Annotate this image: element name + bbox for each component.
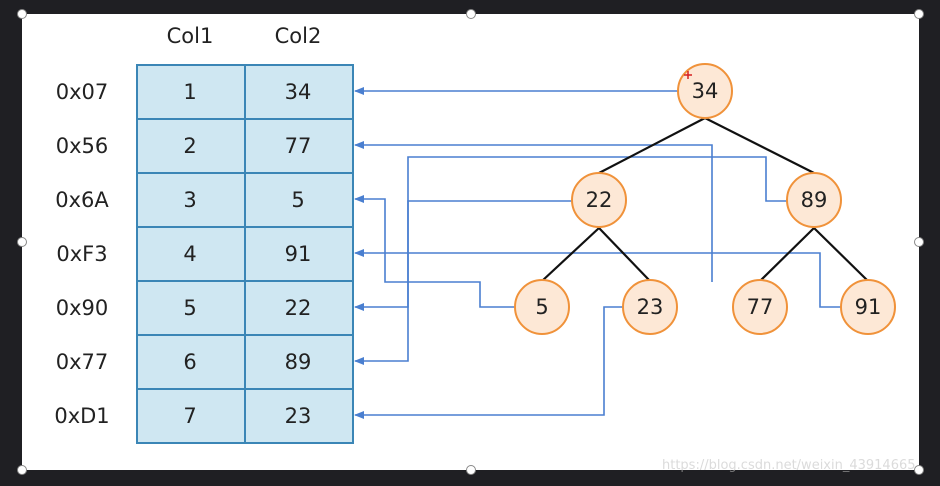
tree-edge	[813, 227, 869, 282]
tree-node-label: 34	[692, 79, 719, 103]
resize-handle-top-middle[interactable]	[466, 9, 476, 19]
row-address: 0x77	[56, 350, 109, 374]
tree-node-right-left: 77	[732, 279, 788, 335]
resize-handle-middle-right[interactable]	[914, 237, 924, 247]
tree-node-label: 23	[637, 295, 664, 319]
row-address: 0x07	[56, 80, 109, 104]
cell-col1: 4	[183, 242, 196, 266]
resize-handle-top-left[interactable]	[17, 9, 27, 19]
tree-node-right-right: 91	[840, 279, 896, 335]
cell-col2: 23	[285, 404, 312, 428]
tree-node-label: 91	[855, 295, 882, 319]
row-address: 0xD1	[54, 404, 109, 428]
tree-node-left: 22	[571, 172, 627, 228]
resize-handle-bottom-middle[interactable]	[466, 465, 476, 475]
pointer-arrow-5	[354, 195, 517, 308]
cell-col2: 89	[285, 350, 312, 374]
pointer-arrow-89	[354, 156, 788, 365]
cell-col1: 6	[183, 350, 196, 374]
tree-edge	[704, 117, 815, 174]
resize-handle-middle-left[interactable]	[17, 237, 27, 247]
tree-node-left-left: 5	[514, 279, 570, 335]
tree-edge	[598, 227, 651, 282]
tree-node-right: 89	[786, 172, 842, 228]
pointer-arrow-77	[354, 141, 713, 282]
tree-node-label: 5	[535, 295, 548, 319]
row-address: 0x6A	[55, 188, 109, 212]
pointer-arrow-91	[354, 249, 843, 308]
cell-col1: 2	[183, 134, 196, 158]
watermark-text: https://blog.csdn.net/weixin_43914665	[662, 458, 916, 473]
cell-col2: 34	[285, 80, 312, 104]
cell-col1: 1	[183, 80, 196, 104]
cell-col2: 91	[285, 242, 312, 266]
tree-node-left-right: 23	[622, 279, 678, 335]
tree-edge	[759, 227, 815, 282]
column-header-col1: Col1	[167, 24, 214, 48]
data-table	[136, 64, 354, 444]
cell-col1: 5	[183, 296, 196, 320]
tree-edge	[598, 117, 706, 174]
tree-node-label: 77	[747, 295, 774, 319]
tree-node-root: 34	[677, 63, 733, 119]
column-header-col2: Col2	[275, 24, 322, 48]
cell-col1: 7	[183, 404, 196, 428]
resize-handle-bottom-right[interactable]	[914, 465, 924, 475]
row-address: 0xF3	[56, 242, 107, 266]
cell-col1: 3	[183, 188, 196, 212]
row-address: 0x90	[56, 296, 109, 320]
tree-node-label: 89	[801, 188, 828, 212]
cell-col2: 22	[285, 296, 312, 320]
cell-col2: 5	[291, 188, 304, 212]
tree-edge	[541, 227, 600, 282]
cell-col2: 77	[285, 134, 312, 158]
resize-handle-bottom-left[interactable]	[17, 465, 27, 475]
pointer-arrow-23	[354, 306, 628, 419]
row-address: 0x56	[56, 134, 109, 158]
cursor-crosshair-icon	[684, 71, 692, 79]
resize-handle-top-right[interactable]	[914, 9, 924, 19]
tree-node-label: 22	[586, 188, 613, 212]
